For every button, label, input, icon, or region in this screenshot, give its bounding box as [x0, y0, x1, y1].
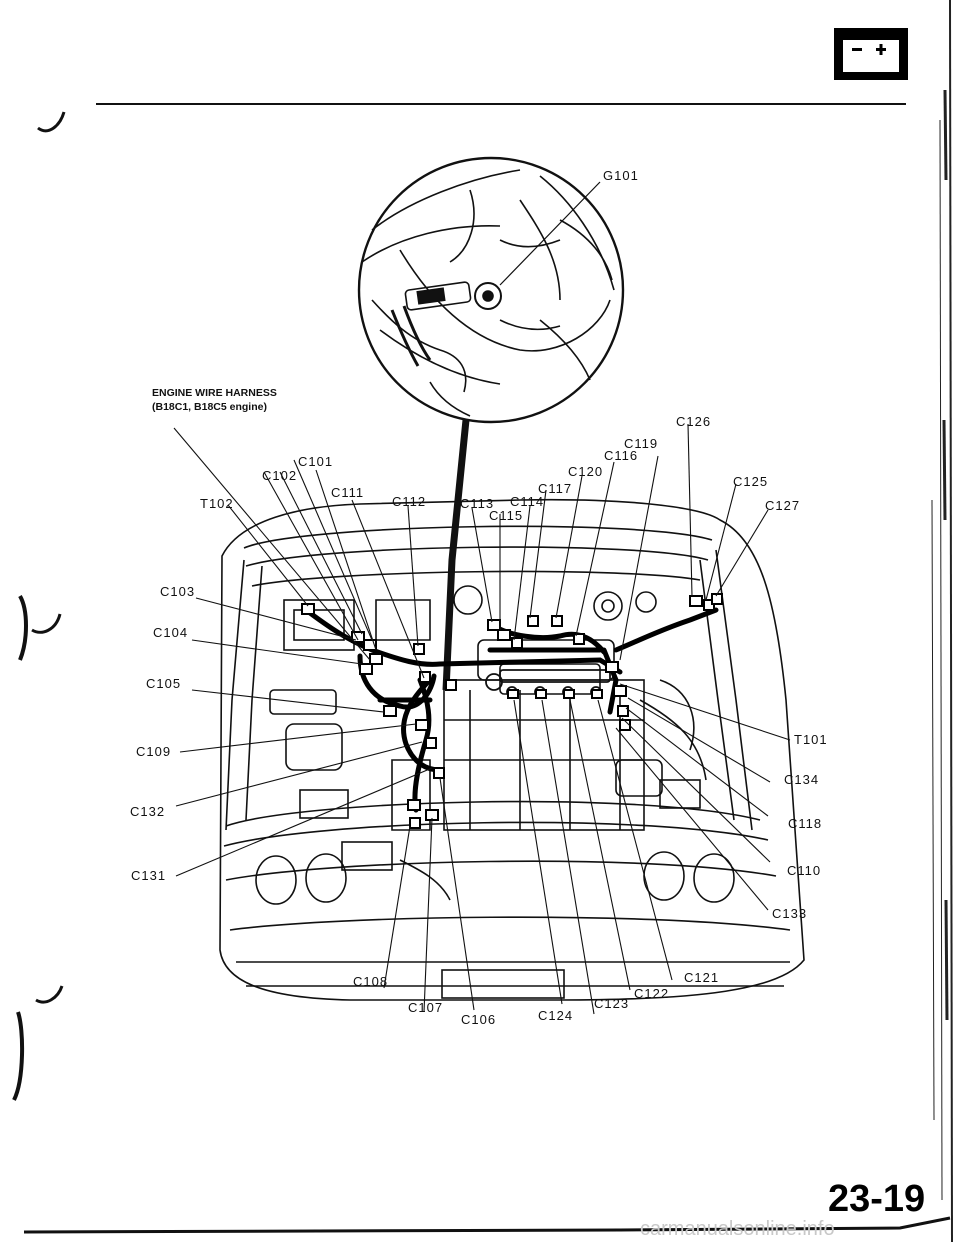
label-c101: C101: [298, 454, 334, 469]
g101-leader: [499, 181, 601, 286]
label-c117: C117: [538, 481, 573, 496]
margin-mark-1: [37, 111, 66, 133]
label-c113: C113: [460, 496, 495, 511]
margin-mark-3: [35, 985, 64, 1004]
label-c102: C102: [262, 468, 298, 483]
label-c121: C121: [684, 970, 720, 985]
label-c123: C123: [594, 996, 630, 1011]
label-c120: C120: [568, 464, 604, 479]
harness-title: ENGINE WIRE HARNESS (B18C1, B18C5 engine…: [152, 386, 277, 414]
connector-blocks: [301, 593, 723, 829]
label-c134: C134: [784, 772, 820, 787]
watermark: carmanualsonline.info: [640, 1218, 835, 1240]
label-c112: C112: [392, 494, 427, 509]
label-c103: C103: [160, 584, 196, 599]
label-c104: C104: [153, 625, 189, 640]
label-c114: C114: [510, 494, 545, 509]
g101-detail-view: [357, 156, 625, 424]
label-c122: C122: [634, 986, 670, 1001]
margin-mark-5: [12, 1011, 25, 1101]
label-c127: C127: [765, 498, 801, 513]
label-c131: C131: [131, 868, 167, 883]
bottom-border: [23, 1216, 951, 1234]
label-c124: C124: [538, 1008, 574, 1023]
battery-icon: [834, 28, 908, 80]
harness-title-line2: (B18C1, B18C5 engine): [152, 401, 267, 413]
label-c116: C116: [604, 448, 639, 463]
page-number: 23-19: [828, 1178, 926, 1220]
engine-bay-outline: [219, 498, 805, 1001]
harness-title-line1: ENGINE WIRE HARNESS: [152, 387, 277, 399]
label-g101: G101: [603, 168, 639, 183]
label-c118: C118: [788, 816, 823, 831]
label-c109: C109: [136, 744, 172, 759]
label-c105: C105: [146, 676, 182, 691]
label-c106: C106: [461, 1012, 497, 1027]
label-c111: C111: [331, 485, 365, 500]
label-t102: T102: [200, 496, 234, 511]
label-c107: C107: [408, 1000, 444, 1015]
label-c126: C126: [676, 414, 712, 429]
label-c115: C115: [489, 508, 524, 523]
label-c110: C110: [787, 863, 822, 878]
margin-mark-4: [18, 595, 28, 661]
leader-lines: [173, 423, 791, 1015]
label-c132: C132: [130, 804, 166, 819]
label-c125: C125: [733, 474, 769, 489]
label-c119: C119: [624, 436, 659, 451]
margin-mark-2: [31, 613, 62, 634]
right-edge-marks: [931, 0, 953, 1242]
label-c108: C108: [353, 974, 389, 989]
detail-pointer: [442, 419, 470, 691]
label-c133: C133: [772, 906, 808, 921]
label-t101: T101: [794, 732, 828, 747]
